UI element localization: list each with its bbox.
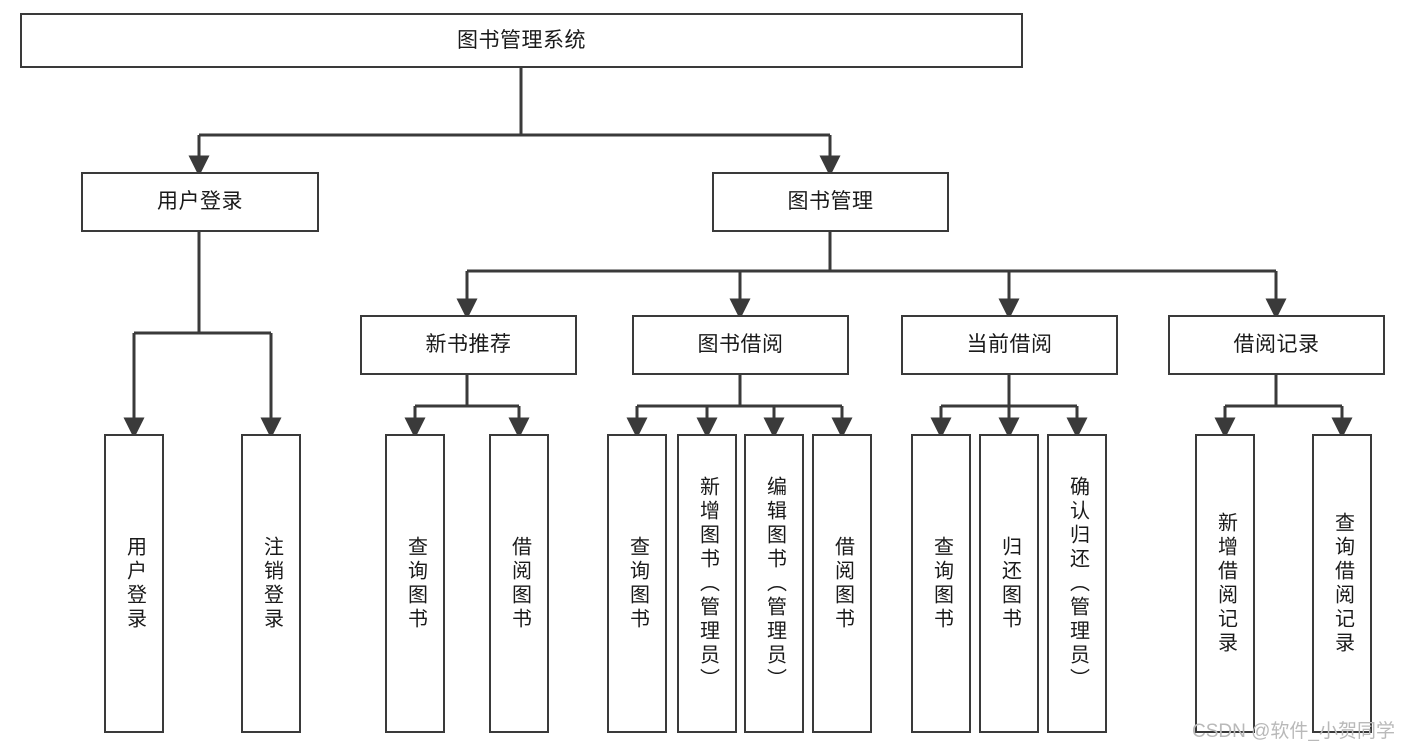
leaf-user-login[interactable]: 用户登录 [104, 434, 164, 733]
node-current-borrow[interactable]: 当前借阅 [901, 315, 1118, 375]
csdn-watermark: CSDN @软件_小贺同学 [1192, 721, 1395, 742]
leaf-current-return-book[interactable]: 归还图书 [979, 434, 1039, 733]
leaf-new-book-query-book[interactable]: 查询图书 [385, 434, 445, 733]
node-new-book-recommend[interactable]: 新书推荐 [360, 315, 577, 375]
node-label: 查询借阅记录 [1331, 511, 1354, 656]
node-borrow-record[interactable]: 借阅记录 [1168, 315, 1385, 375]
node-label: 编辑图书（管理员） [763, 475, 786, 692]
node-label: 注销登录 [260, 535, 283, 632]
leaf-current-query-book[interactable]: 查询图书 [911, 434, 971, 733]
leaf-borrow-edit-book-admin[interactable]: 编辑图书（管理员） [744, 434, 804, 733]
node-user-login[interactable]: 用户登录 [81, 172, 319, 232]
node-book-borrow[interactable]: 图书借阅 [632, 315, 849, 375]
node-label: 新增借阅记录 [1214, 511, 1237, 656]
node-label: 查询图书 [930, 535, 953, 632]
node-label: 借阅图书 [508, 535, 531, 632]
node-label: 图书管理系统 [457, 28, 586, 52]
node-label: 归还图书 [998, 535, 1021, 632]
node-label: 用户登录 [123, 535, 146, 632]
leaf-record-query-borrow-record[interactable]: 查询借阅记录 [1312, 434, 1372, 733]
node-label: 新书推荐 [425, 333, 512, 357]
leaf-borrow-add-book-admin[interactable]: 新增图书（管理员） [677, 434, 737, 733]
node-label: 新增图书（管理员） [696, 475, 719, 692]
leaf-record-add-borrow-record[interactable]: 新增借阅记录 [1195, 434, 1255, 733]
leaf-borrow-borrow-book[interactable]: 借阅图书 [812, 434, 872, 733]
leaf-new-book-borrow-book[interactable]: 借阅图书 [489, 434, 549, 733]
node-label: 图书借阅 [697, 333, 784, 357]
leaf-current-confirm-return-admin[interactable]: 确认归还（管理员） [1047, 434, 1107, 733]
node-book-management[interactable]: 图书管理 [712, 172, 949, 232]
node-label: 当前借阅 [966, 333, 1053, 357]
node-label: 查询图书 [626, 535, 649, 632]
node-label: 借阅图书 [831, 535, 854, 632]
leaf-borrow-query-book[interactable]: 查询图书 [607, 434, 667, 733]
node-root-book-management-system[interactable]: 图书管理系统 [20, 13, 1023, 68]
node-label: 图书管理 [787, 190, 874, 214]
node-label: 查询图书 [404, 535, 427, 632]
node-label: 用户登录 [157, 190, 243, 214]
node-label: 借阅记录 [1233, 333, 1320, 357]
node-label: 确认归还（管理员） [1066, 475, 1089, 692]
leaf-logout[interactable]: 注销登录 [241, 434, 301, 733]
